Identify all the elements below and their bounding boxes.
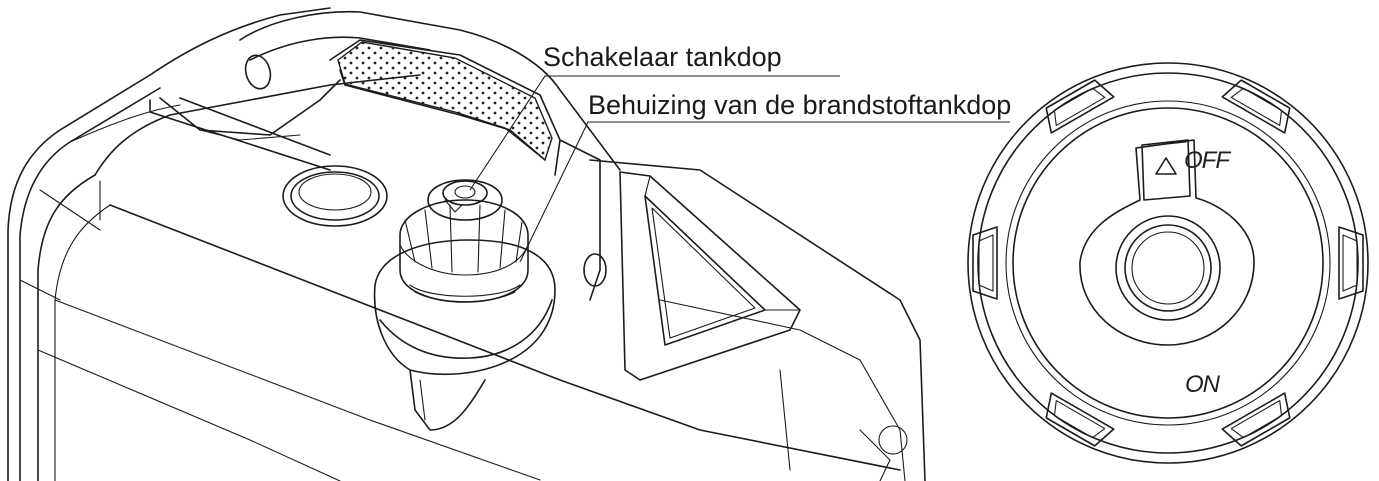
fuel-cap-top-view: OFF ON: [967, 62, 1369, 464]
carry-handle: [159, 10, 621, 301]
off-marking: OFF: [1184, 147, 1231, 174]
round-button: [282, 165, 388, 227]
fuel-cap-housing: [373, 239, 556, 431]
cap-switch-label: Schakelaar tankdop: [543, 42, 782, 72]
center-keyhole: [1115, 215, 1221, 321]
fuel-cap: [399, 179, 529, 303]
cap-housing-label: Behuizing van de brandstoftankdop: [588, 90, 1011, 120]
leader-cap-switch: [469, 75, 840, 191]
grip-lugs: [972, 79, 1364, 447]
triangle-vent: [619, 171, 801, 381]
leader-cap-housing: [519, 121, 1010, 263]
switch-lever: [1079, 139, 1255, 346]
on-marking: ON: [1185, 371, 1221, 398]
generator-body: [7, 7, 926, 481]
